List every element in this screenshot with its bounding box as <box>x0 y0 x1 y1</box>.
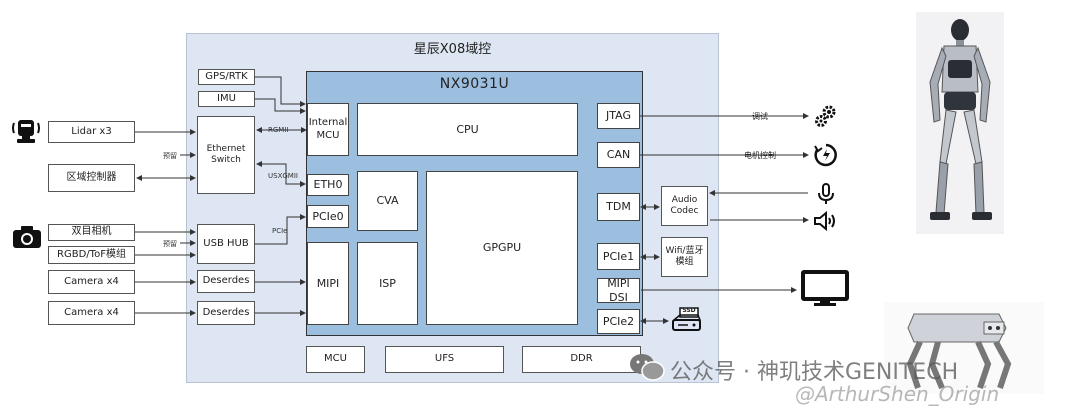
mcu-block: MCU <box>306 346 365 373</box>
camera-block-1: Camera x4 <box>48 270 135 294</box>
ssd-icon <box>671 307 702 331</box>
motor-icon <box>814 143 837 167</box>
motor-control-label: 电机控制 <box>744 151 776 160</box>
wechat-account-watermark: 公众号 · 神玑技术GENITECH <box>670 360 959 385</box>
audio-codec-block: Audio Codec <box>661 186 708 226</box>
camera-icon <box>13 226 41 248</box>
internal-mcu-block: Internal MCU <box>307 103 349 156</box>
eth0-port: ETH0 <box>307 174 349 196</box>
rgbd-tof-block: RGBD/ToF模组 <box>48 246 135 264</box>
domain-controller-title: 星辰X08域控 <box>413 42 492 57</box>
rgmii-label: RGMII <box>268 126 289 134</box>
humanoid-robot-image <box>916 12 1004 234</box>
usxgmii-label: USXGMII <box>268 172 298 180</box>
ufs-block: UFS <box>385 346 504 373</box>
gps-rtk-block: GPS/RTK <box>198 69 255 85</box>
can-port: CAN <box>597 142 640 168</box>
isp-block: ISP <box>357 242 418 325</box>
usb-hub-block: USB HUB <box>197 224 255 264</box>
pcie1-port: PCIe1 <box>597 243 640 270</box>
tdm-port: TDM <box>597 193 640 221</box>
gpgpu-block: GPGPU <box>426 171 578 325</box>
mipi-dsi-port: MIPI DSI <box>597 277 640 304</box>
ethernet-switch-block: Ethernet Switch <box>197 116 255 194</box>
microphone-icon <box>818 183 834 204</box>
speaker-icon <box>814 210 835 232</box>
pcie2-port: PCIe2 <box>597 309 640 334</box>
lidar-block: Lidar x3 <box>48 121 135 143</box>
deserdes-block-1: Deserdes <box>197 270 255 293</box>
reserved-label-2: 预留 <box>163 240 177 248</box>
monitor-icon <box>801 270 849 306</box>
deserdes-block-2: Deserdes <box>197 301 255 325</box>
gear-icon <box>815 105 836 127</box>
jtag-port: JTAG <box>597 103 640 129</box>
soc-title: NX9031U <box>439 76 510 92</box>
ssd-label: SSD <box>682 307 696 314</box>
reserved-label-1: 预留 <box>163 152 177 160</box>
mipi-block: MIPI <box>307 242 349 325</box>
stereo-camera-block: 双目相机 <box>48 224 135 241</box>
wifi-bt-module-block: Wifi/蓝牙 模组 <box>661 237 708 277</box>
camera-block-2: Camera x4 <box>48 301 135 325</box>
debug-label: 调试 <box>752 112 768 121</box>
quadruped-robot-image <box>884 302 1044 394</box>
lidar-icon <box>12 120 40 143</box>
zone-controller-block: 区域控制器 <box>48 164 135 192</box>
wechat-icon <box>630 354 665 381</box>
pcie0-port: PCIe0 <box>307 205 349 228</box>
imu-block: IMU <box>198 91 255 107</box>
cva-block: CVA <box>357 171 418 231</box>
cpu-block: CPU <box>357 103 578 156</box>
weibo-watermark: @ArthurShen_Origin <box>795 382 1000 406</box>
pcie-label: PCIe <box>272 227 288 235</box>
ddr-block: DDR <box>522 346 641 373</box>
